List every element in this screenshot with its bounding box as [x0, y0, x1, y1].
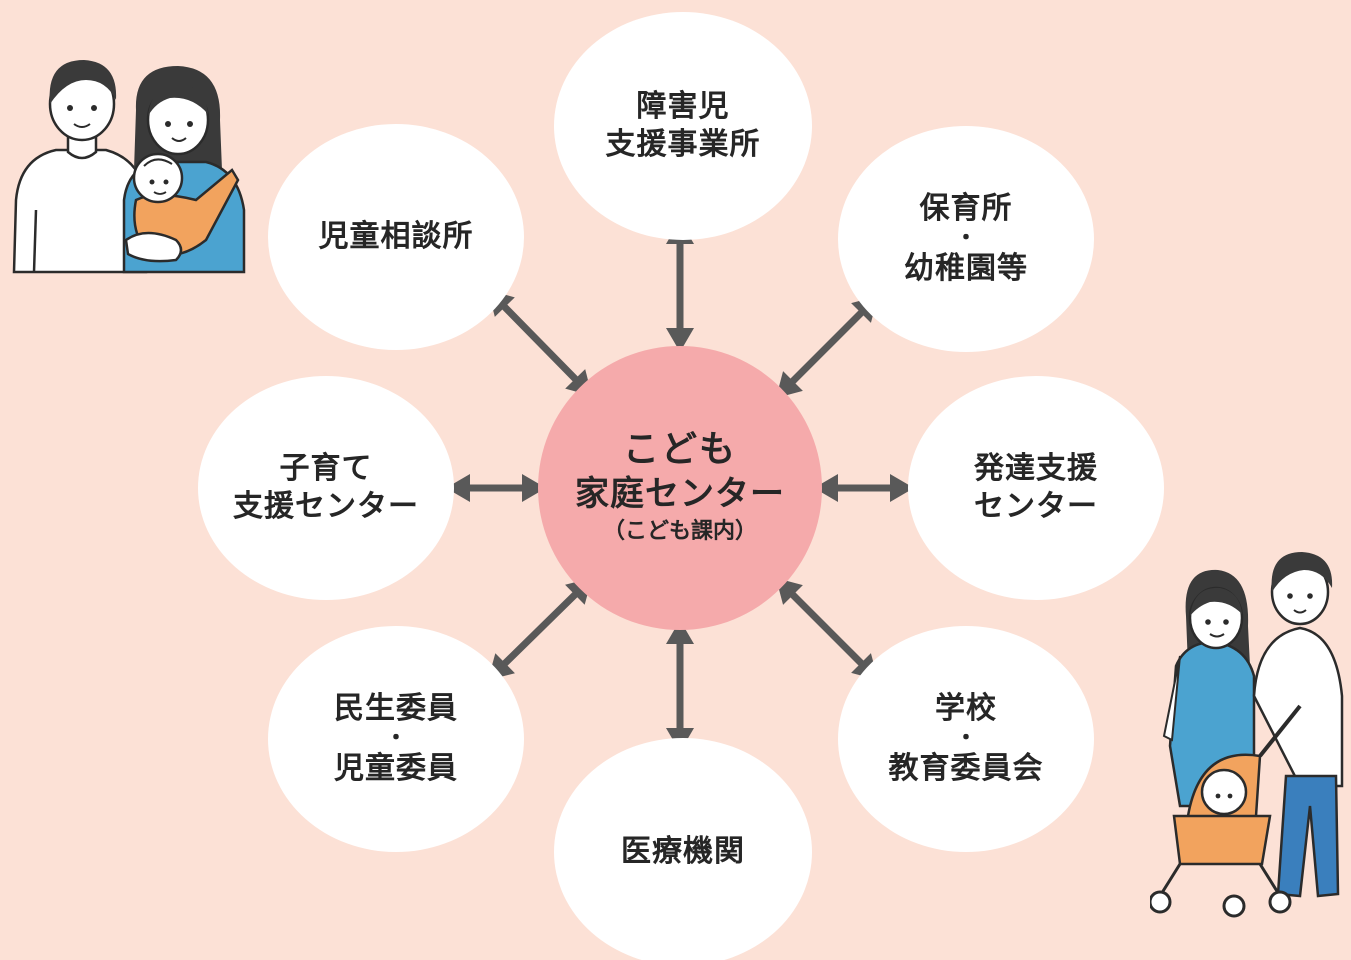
arrow-bottom-head-inner: [666, 620, 694, 644]
arrow-top-left-shaft: [499, 301, 581, 385]
node-medical-institutions: 医療機関: [554, 738, 812, 960]
node-top-right-line2: 幼稚園等: [904, 251, 1028, 286]
node-top-left-line1: 児童相談所: [318, 219, 474, 254]
arrow-top-head-inner: [666, 328, 694, 352]
node-bottom-right-line2: 教育委員会: [888, 751, 1044, 786]
node-top-right-sep: ・: [954, 226, 977, 251]
parents-with-baby-illustration: [12, 60, 246, 274]
arrow-top-right-shaft: [787, 307, 867, 387]
stroller-wheel-back: [1268, 890, 1292, 914]
node-childcare-support-center: 子育て 支援センター: [198, 376, 454, 600]
hub-line3: （こども課内）: [602, 519, 757, 544]
arrow-right: [814, 474, 914, 502]
arrow-right-head-outer: [890, 474, 914, 502]
node-bottom-left-line1: 民生委員: [334, 691, 458, 726]
arrow-bottom-left-shaft: [499, 589, 581, 669]
arrow-top-left: [488, 290, 592, 396]
arrow-left: [446, 474, 546, 502]
node-bottom-left-line2: 児童委員: [334, 751, 458, 786]
hub-line1: こども: [622, 429, 737, 470]
arrow-bottom-right-shaft: [787, 589, 867, 669]
node-development-support-center: 発達支援 センター: [908, 376, 1164, 600]
node-right-line1: 発達支援: [974, 451, 1098, 486]
node-bottom-left-sep: ・: [384, 726, 407, 751]
node-top-right-line1: 保育所: [919, 191, 1013, 226]
node-nursery-kindergarten: 保育所 ・ 幼稚園等: [838, 126, 1094, 352]
node-top-line2: 支援事業所: [605, 127, 761, 162]
arrow-left-head-inner: [522, 474, 546, 502]
node-bottom-line1: 医療機関: [621, 834, 745, 869]
node-school-board-of-education: 学校 ・ 教育委員会: [838, 626, 1094, 852]
arrow-left-head-outer: [446, 474, 470, 502]
baby-head: [132, 152, 184, 204]
hub-line2: 家庭センター: [575, 474, 785, 514]
node-welfare-child-commissioners: 民生委員 ・ 児童委員: [268, 626, 524, 852]
node-left-line2: 支援センター: [233, 489, 419, 524]
arrow-bottom-right: [776, 578, 878, 680]
node-bottom-right-sep: ・: [954, 726, 977, 751]
node-bottom-right-line1: 学校: [935, 691, 997, 726]
node-top-line1: 障害児: [636, 89, 730, 124]
node-left-line1: 子育て: [279, 451, 373, 486]
arrow-bottom-left: [488, 578, 592, 680]
father-hair: [49, 60, 117, 104]
node-child-guidance-center: 児童相談所: [268, 124, 524, 350]
node-right-line2: センター: [974, 489, 1098, 524]
arrow-right-head-inner: [814, 474, 838, 502]
node-disabled-child-support-office: 障害児 支援事業所: [554, 12, 812, 240]
hub-child-family-center: こども 家庭センター （こども課内）: [538, 346, 822, 630]
parents-with-stroller-illustration: [1150, 552, 1344, 918]
stroller-wheel-front: [1150, 890, 1172, 914]
arrow-bottom: [666, 620, 694, 752]
arrow-top-right: [776, 296, 878, 398]
